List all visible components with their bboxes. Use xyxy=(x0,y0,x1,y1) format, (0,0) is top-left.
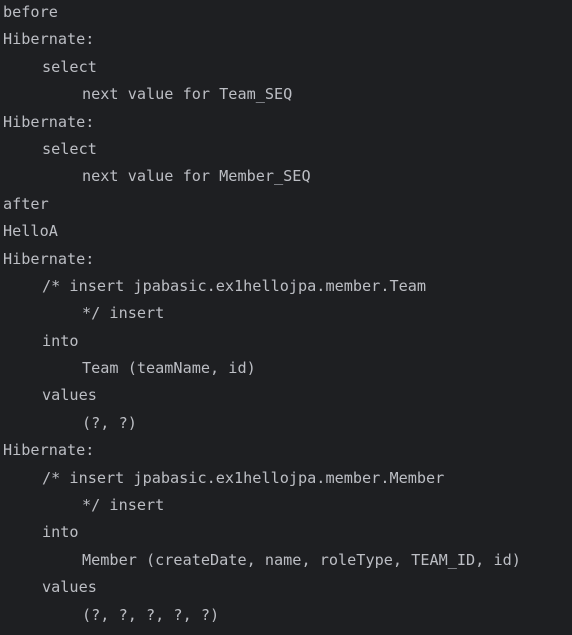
console-line: values xyxy=(42,386,97,405)
console-line: select xyxy=(42,57,97,76)
console-line: Hibernate: xyxy=(3,249,95,268)
console-line: (?, ?, ?, ?, ?) xyxy=(82,605,220,624)
console-line: Hibernate: xyxy=(3,112,95,131)
console-line: Member (createDate, name, roleType, TEAM… xyxy=(82,550,521,569)
console-line: next value for Team_SEQ xyxy=(82,85,293,104)
console-line: after xyxy=(3,194,49,213)
console-line: */ insert xyxy=(82,496,165,515)
console-line: into xyxy=(42,523,79,542)
console-line: HelloA xyxy=(3,222,58,241)
console-line: before xyxy=(3,3,58,21)
console-line: into xyxy=(42,331,79,350)
console-line: /* insert jpabasic.ex1hellojpa.member.Me… xyxy=(42,468,445,487)
console-line: Team (teamName, id) xyxy=(82,359,256,378)
console-line: */ insert xyxy=(82,304,165,323)
console-line: /* insert jpabasic.ex1hellojpa.member.Te… xyxy=(42,276,427,295)
console-line: (?, ?) xyxy=(82,413,137,432)
console-line: values xyxy=(42,578,97,597)
console-line: Hibernate: xyxy=(3,441,95,460)
console-line: select xyxy=(42,139,97,158)
console-line: Hibernate: xyxy=(3,30,95,49)
console-line: next value for Member_SEQ xyxy=(82,167,311,186)
